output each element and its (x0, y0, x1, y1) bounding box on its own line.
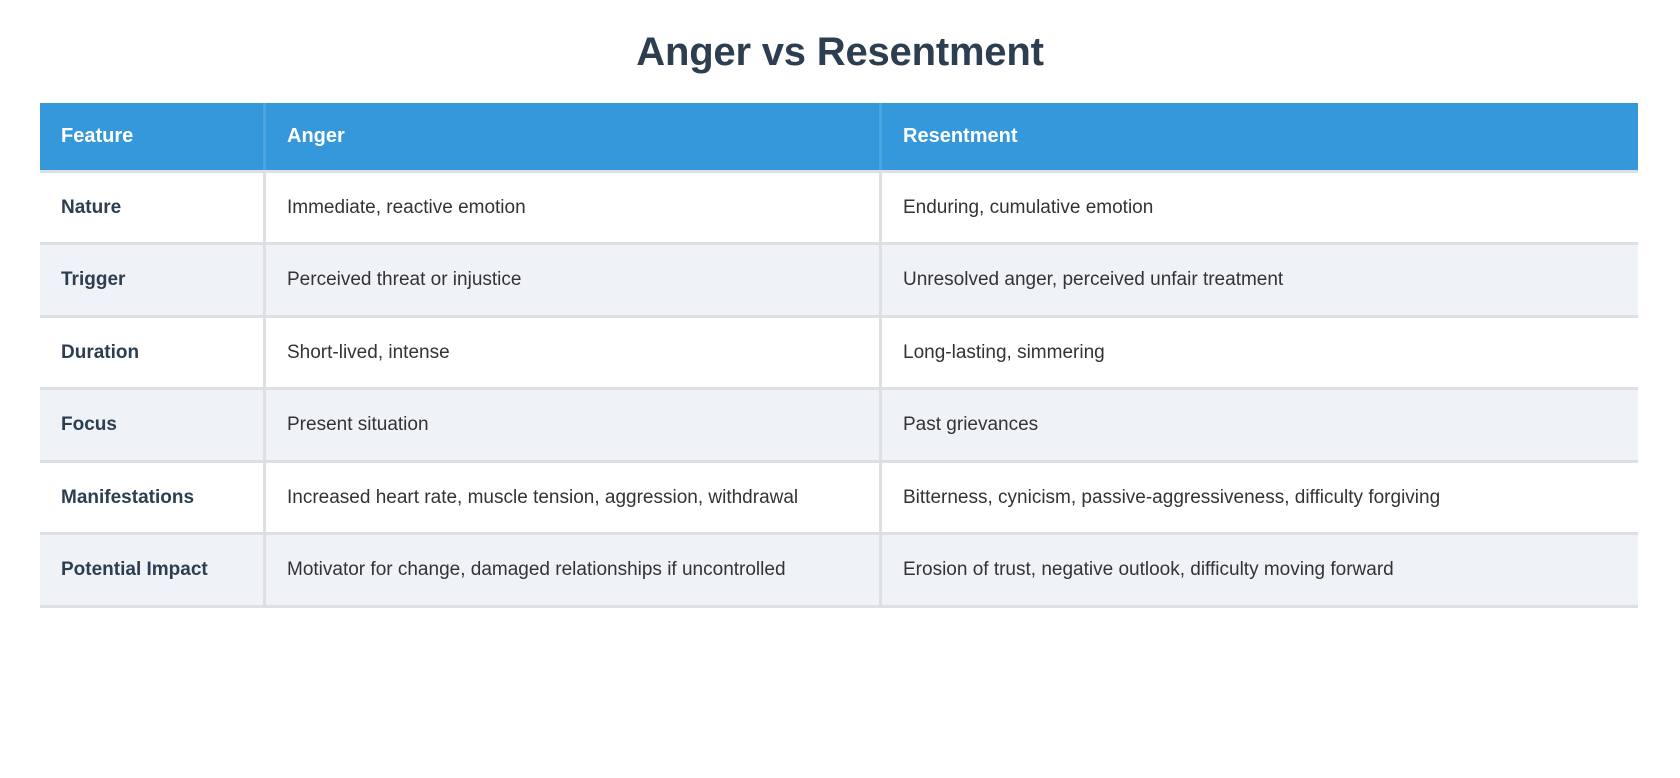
table-body: Nature Immediate, reactive emotion Endur… (40, 170, 1638, 608)
column-header-feature: Feature (40, 103, 266, 170)
cell-resentment: Erosion of trust, negative outlook, diff… (882, 532, 1638, 608)
cell-resentment: Past grievances (882, 387, 1638, 460)
comparison-table-container: Feature Anger Resentment Nature Immediat… (40, 103, 1638, 608)
cell-anger: Immediate, reactive emotion (266, 170, 882, 243)
column-header-anger: Anger (266, 103, 882, 170)
cell-anger: Short-lived, intense (266, 314, 882, 388)
cell-feature: Focus (40, 387, 266, 460)
column-header-resentment: Resentment (882, 103, 1638, 170)
cell-feature: Duration (40, 314, 266, 388)
table-row: Duration Short-lived, intense Long-lasti… (40, 314, 1638, 388)
table-header-row: Feature Anger Resentment (40, 103, 1638, 170)
cell-feature: Potential Impact (40, 532, 266, 608)
cell-resentment: Bitterness, cynicism, passive-aggressive… (882, 459, 1638, 533)
table-row: Potential Impact Motivator for change, d… (40, 532, 1638, 608)
cell-feature: Manifestations (40, 459, 266, 533)
table-header: Feature Anger Resentment (40, 103, 1638, 170)
table-row: Focus Present situation Past grievances (40, 387, 1638, 460)
cell-resentment: Unresolved anger, perceived unfair treat… (882, 242, 1638, 315)
cell-anger: Motivator for change, damaged relationsh… (266, 532, 882, 608)
comparison-table: Feature Anger Resentment Nature Immediat… (40, 103, 1638, 608)
cell-feature: Trigger (40, 242, 266, 315)
cell-anger: Present situation (266, 387, 882, 460)
cell-anger: Increased heart rate, muscle tension, ag… (266, 459, 882, 533)
table-row: Nature Immediate, reactive emotion Endur… (40, 170, 1638, 243)
cell-anger: Perceived threat or injustice (266, 242, 882, 315)
table-row: Manifestations Increased heart rate, mus… (40, 459, 1638, 533)
cell-resentment: Long-lasting, simmering (882, 314, 1638, 388)
page-title: Anger vs Resentment (636, 30, 1044, 74)
table-row: Trigger Perceived threat or injustice Un… (40, 242, 1638, 315)
cell-feature: Nature (40, 170, 266, 243)
cell-resentment: Enduring, cumulative emotion (882, 170, 1638, 243)
